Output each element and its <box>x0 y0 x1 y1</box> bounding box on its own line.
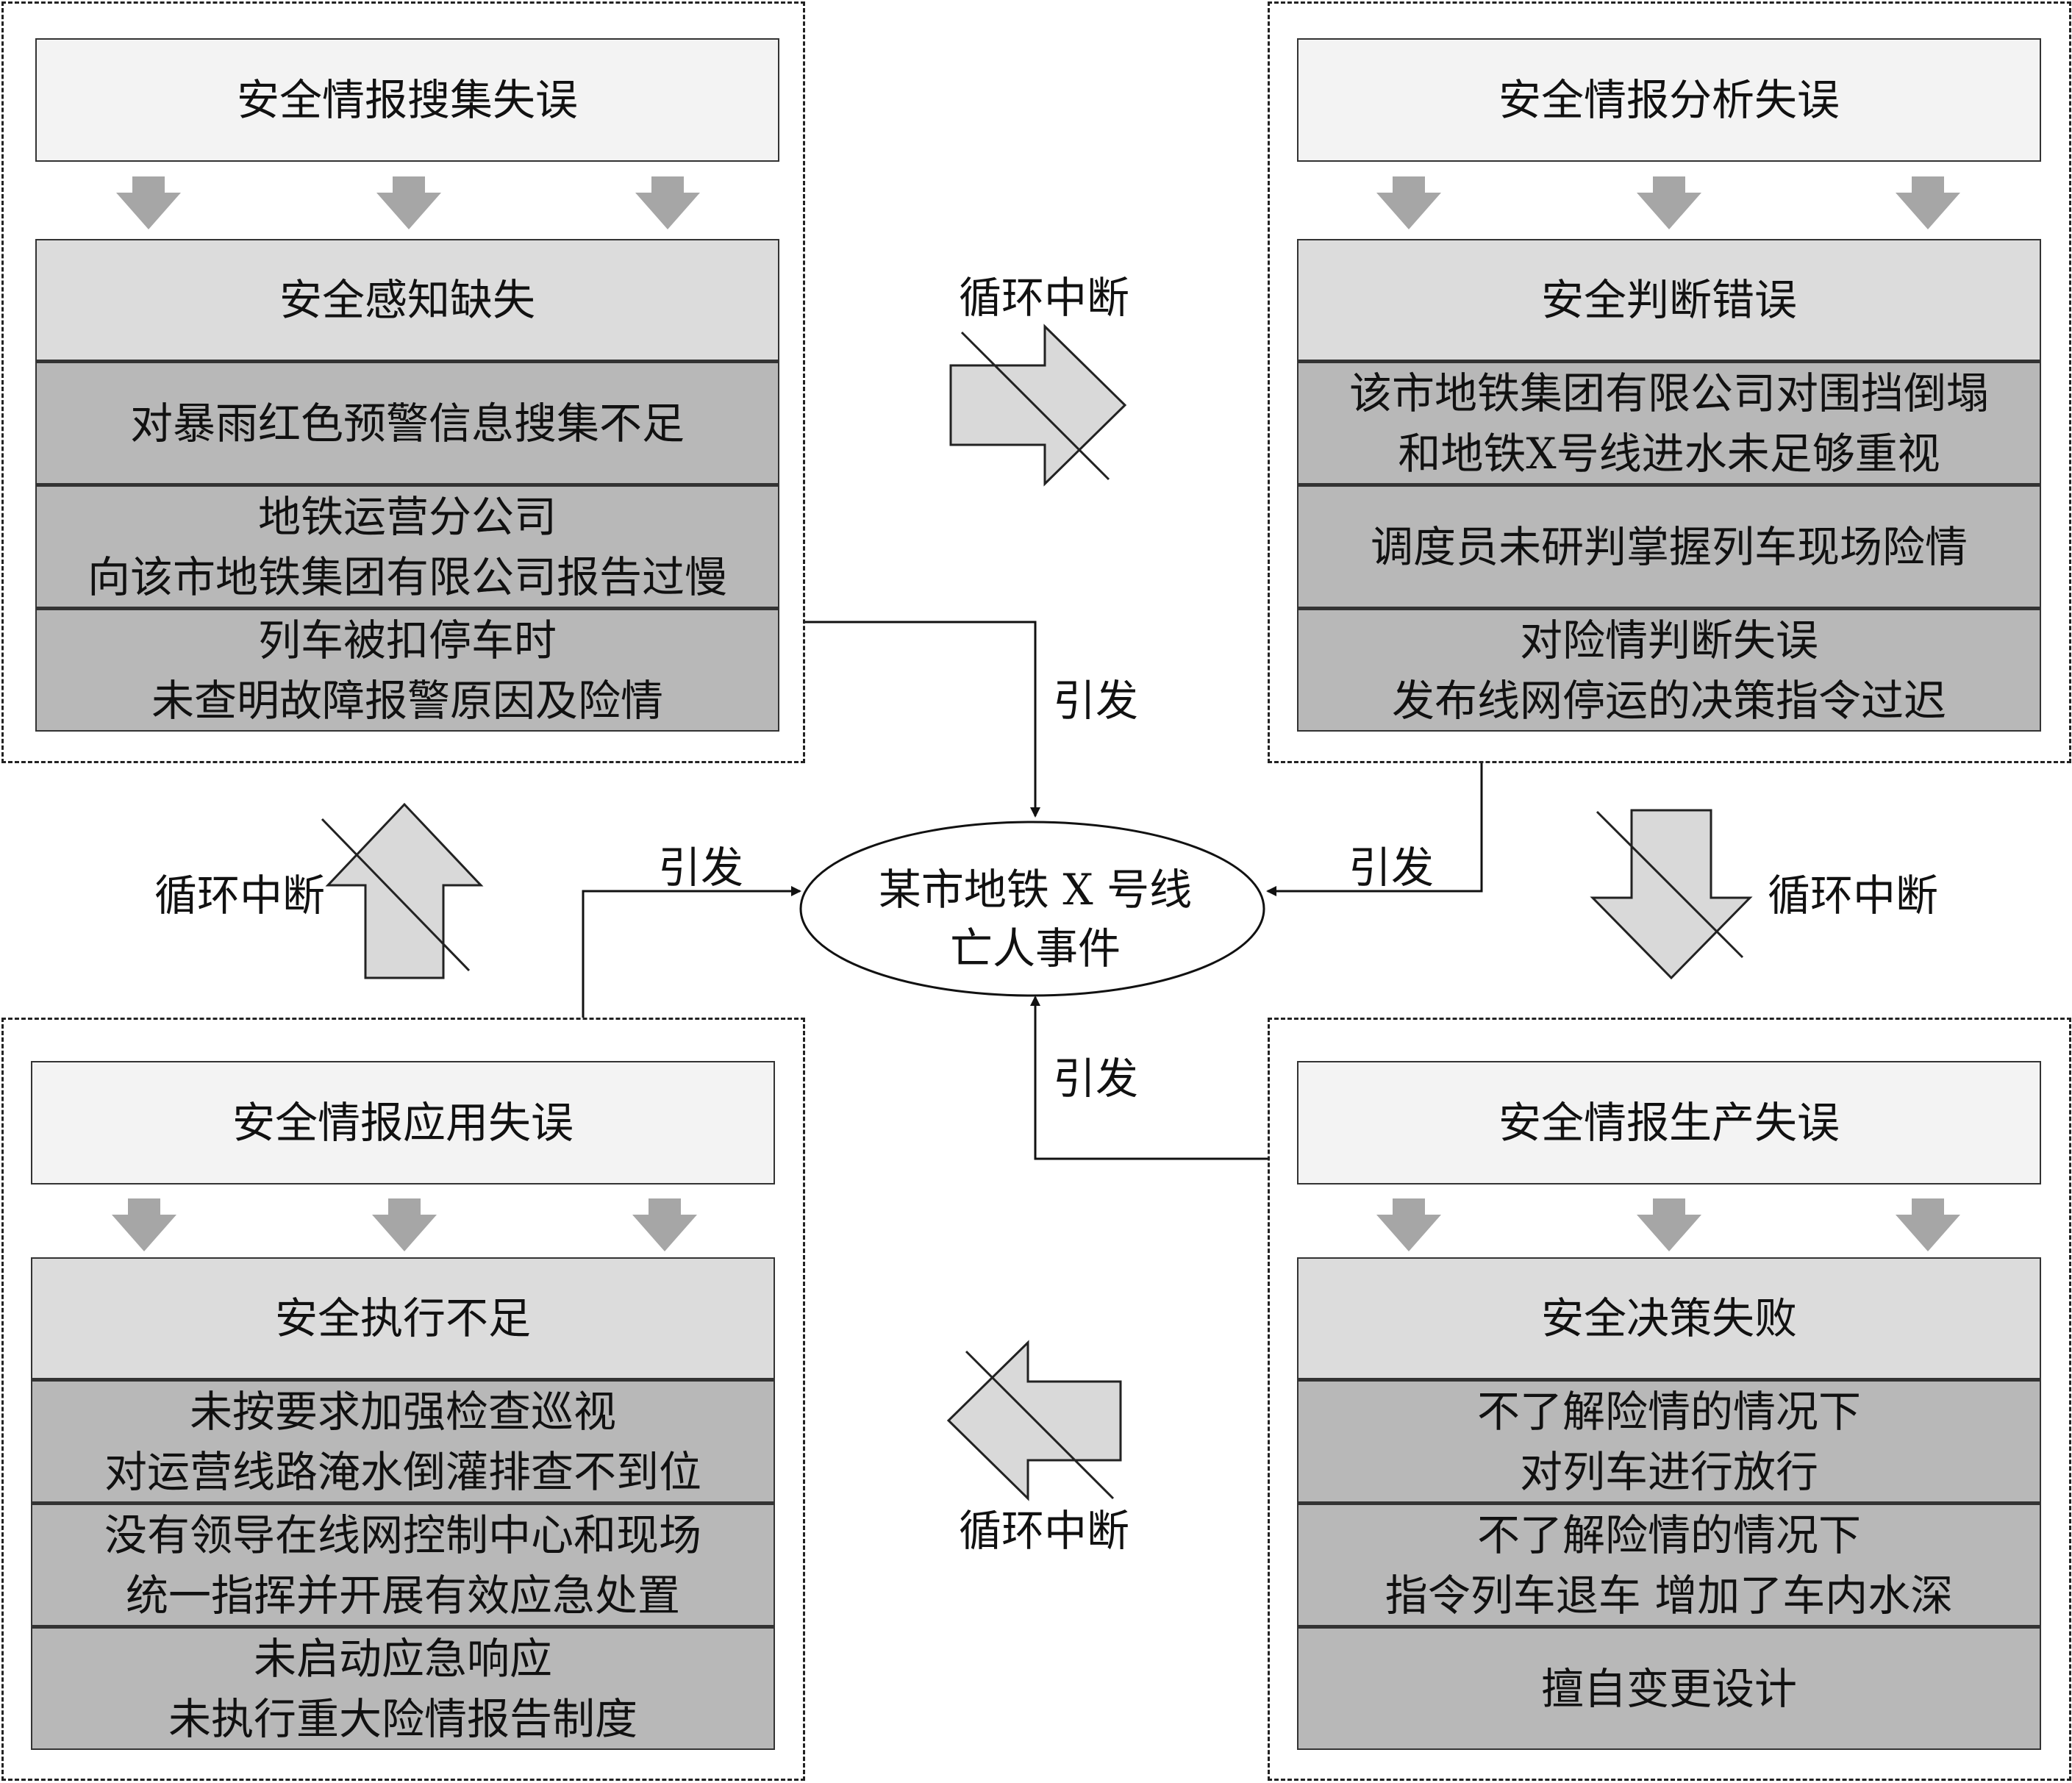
production-title: 安全情报生产失误 <box>1297 1061 2041 1185</box>
break-label-right: 循环中断 <box>1768 871 1939 921</box>
center-event-label: 某市地铁 X 号线 亡人事件 <box>878 865 1193 973</box>
analysis-subtitle: 安全判断错误 <box>1297 239 2041 361</box>
break-label-top: 循环中断 <box>959 273 1130 323</box>
application-item-3: 未启动应急响应 未执行重大险情报告制度 <box>31 1626 775 1750</box>
application-subtitle: 安全执行不足 <box>31 1257 775 1379</box>
connector-analysis <box>1266 763 1483 896</box>
quadrant-collection <box>1 1 805 763</box>
production-item-3: 擅自变更设计 <box>1297 1626 2041 1750</box>
analysis-item-3: 对险情判断失误 发布线网停运的决策指令过迟 <box>1297 608 2041 732</box>
analysis-item-1: 该市地铁集团有限公司对围挡倒塌 和地铁X号线进水未足够重视 <box>1297 361 2041 485</box>
production-item-2: 不了解险情的情况下 指令列车退车 增加了车内水深 <box>1297 1503 2041 1626</box>
collection-item-3: 列车被扣停车时 未查明故障报警原因及险情 <box>35 608 779 732</box>
analysis-down-arrows <box>1376 176 1960 229</box>
application-item-1: 未按要求加强检查巡视 对运营线路淹水倒灌排查不到位 <box>31 1379 775 1503</box>
break-arrow-right <box>949 324 1127 487</box>
application-title: 安全情报应用失误 <box>31 1061 775 1185</box>
quadrant-application <box>1 1018 805 1781</box>
trigger-label-application: 引发 <box>658 843 744 893</box>
quadrant-production <box>1268 1018 2071 1781</box>
break-label-left: 循环中断 <box>154 871 326 921</box>
trigger-label-analysis: 引发 <box>1348 843 1435 893</box>
analysis-item-2: 调度员未研判掌握列车现场险情 <box>1297 485 2041 608</box>
application-down-arrows <box>112 1198 697 1251</box>
collection-subtitle: 安全感知缺失 <box>35 239 779 361</box>
production-subtitle: 安全决策失败 <box>1297 1257 2041 1379</box>
quadrant-analysis <box>1268 1 2071 763</box>
production-item-1: 不了解险情的情况下 对列车进行放行 <box>1297 1379 2041 1503</box>
collection-item-1: 对暴雨红色预警信息搜集不足 <box>35 361 779 485</box>
collection-item-2: 地铁运营分公司 向该市地铁集团有限公司报告过慢 <box>35 485 779 608</box>
break-label-bottom: 循环中断 <box>959 1506 1130 1556</box>
collection-down-arrows <box>116 176 700 229</box>
break-arrow-left <box>946 1340 1122 1501</box>
break-arrow-down <box>1590 809 1753 980</box>
production-down-arrows <box>1376 1198 1960 1251</box>
connector-application <box>582 886 801 1018</box>
collection-title: 安全情报搜集失误 <box>35 38 779 162</box>
connector-production <box>1030 996 1268 1160</box>
break-arrow-up <box>321 802 484 979</box>
application-item-2: 没有领导在线网控制中心和现场 统一指挥并开展有效应急处置 <box>31 1503 775 1626</box>
trigger-label-collection: 引发 <box>1053 676 1139 726</box>
analysis-title: 安全情报分析失误 <box>1297 38 2041 162</box>
trigger-label-production: 引发 <box>1053 1054 1139 1104</box>
connector-collection <box>805 621 1040 818</box>
